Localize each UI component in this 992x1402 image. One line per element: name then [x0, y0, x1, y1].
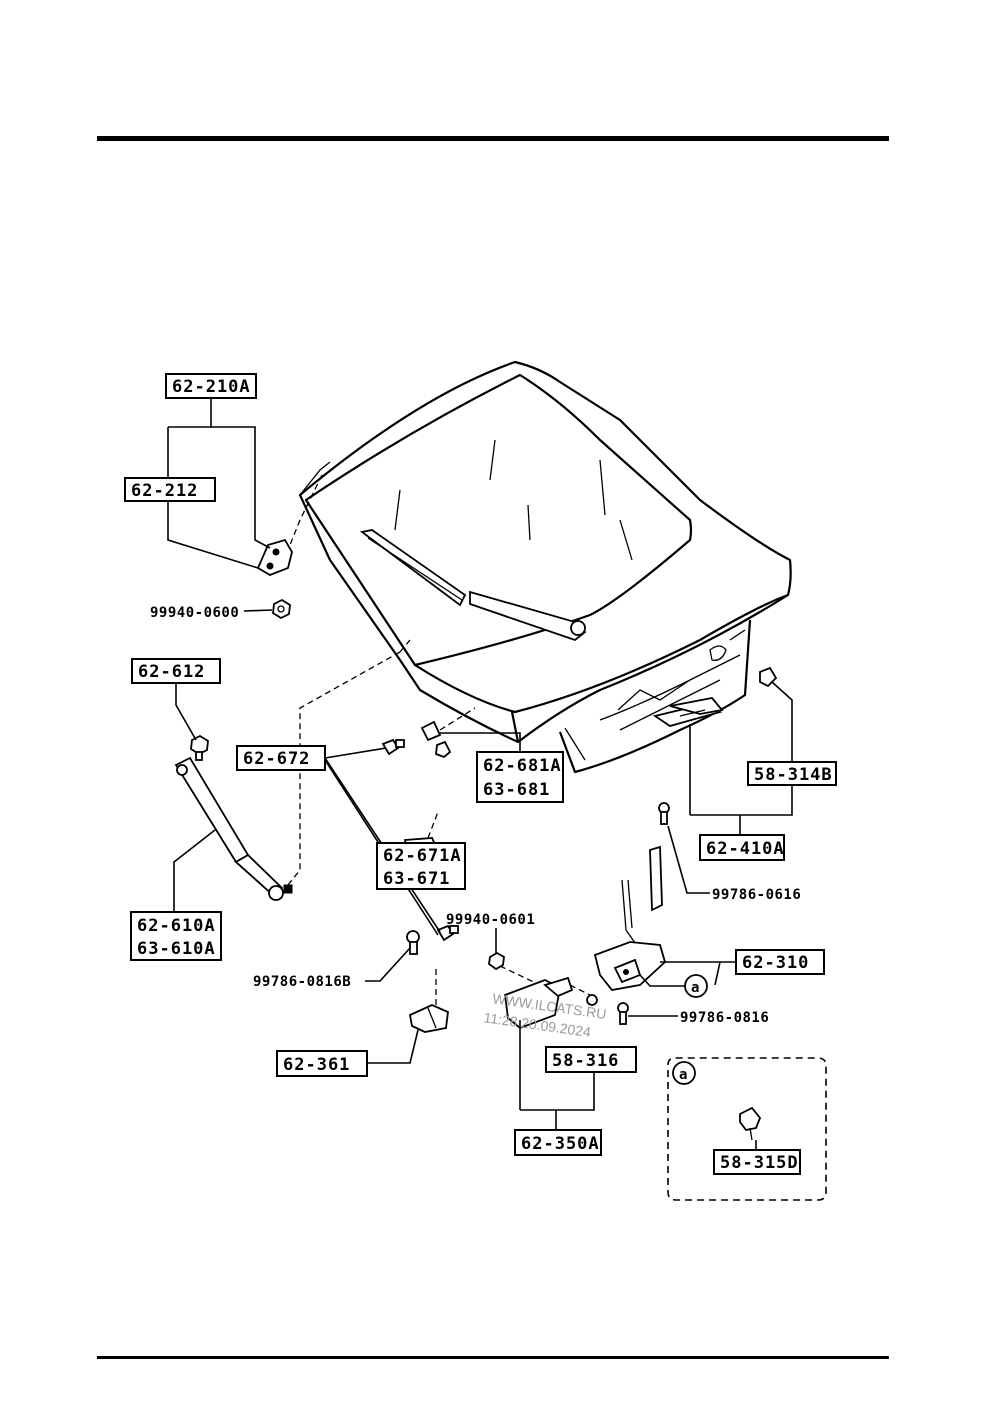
label-62-672: 62-672: [243, 749, 310, 769]
part-labels: 62-210A 62-212 99940-0600 62-612 62-672 …: [124, 373, 837, 1175]
bottom-rule: [97, 1356, 889, 1359]
ball-stud-icon: [190, 734, 209, 761]
hinge: [256, 538, 293, 576]
label-62-350A: 62-350A: [521, 1134, 600, 1154]
label-62-612: 62-612: [138, 662, 205, 682]
screw-icon: [658, 802, 670, 825]
latch-screw-icon: [617, 1002, 629, 1025]
label-62-610A: 62-610A: [137, 916, 216, 936]
label-63-610A: 63-610A: [137, 939, 216, 959]
license-lamp: [652, 697, 724, 727]
clip-icon: [420, 707, 476, 742]
inset-clip-icon: [739, 1106, 762, 1141]
callout-a-main: a: [691, 980, 700, 996]
label-99786-0616: 99786-0616: [712, 887, 801, 903]
label-62-410A: 62-410A: [706, 839, 785, 859]
latch-assembly: [593, 845, 667, 991]
nut-icon: [272, 598, 291, 620]
gas-strut: [174, 756, 293, 901]
callout-a-leader: [639, 974, 685, 987]
actuator-nut-icon: [488, 951, 541, 986]
bolt-icon: [406, 930, 420, 955]
label-62-212: 62-212: [131, 481, 198, 501]
label-62-681A: 62-681A: [483, 756, 562, 776]
label-99786-0816B: 99786-0816B: [253, 974, 351, 990]
top-rule: [97, 136, 889, 141]
label-62-671A: 62-671A: [383, 846, 462, 866]
label-99940-0600: 99940-0600: [150, 605, 239, 621]
wiper-arm: [359, 529, 587, 642]
label-58-314B: 58-314B: [754, 765, 833, 785]
label-63-681: 63-681: [483, 780, 550, 800]
label-99786-0816: 99786-0816: [680, 1010, 769, 1026]
latch-bracket-icon: [408, 968, 449, 1033]
bumper-stop-icon: [381, 738, 459, 942]
label-62-361: 62-361: [283, 1055, 350, 1075]
callout-a-inset: a: [679, 1067, 688, 1083]
inset-detail-box: [667, 1057, 827, 1201]
label-62-310: 62-310: [742, 953, 809, 973]
label-62-210A: 62-210A: [172, 377, 251, 397]
label-58-315D: 58-315D: [720, 1153, 799, 1173]
label-99940-0601: 99940-0601: [446, 912, 535, 928]
actuator: [504, 976, 598, 1030]
label-63-671: 63-671: [383, 869, 450, 889]
label-58-316: 58-316: [552, 1051, 619, 1071]
callout-a-inset-circle: [672, 1061, 696, 1085]
leader-lines: [167, 398, 793, 1150]
